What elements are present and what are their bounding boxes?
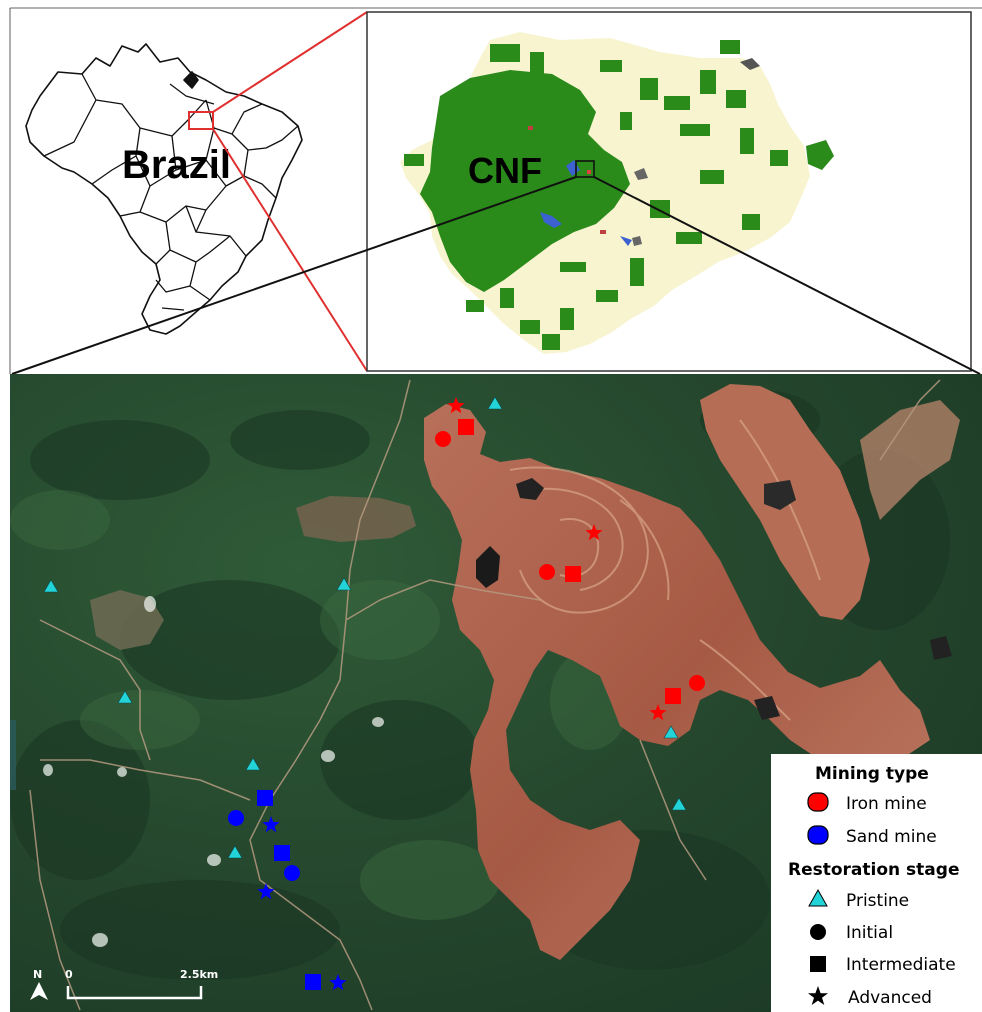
site-pristine-pristine-marker	[227, 845, 243, 859]
site-sand-intermediate-marker	[257, 790, 273, 806]
site-iron-intermediate-marker	[458, 419, 474, 435]
mine-east-infrastructure	[860, 400, 960, 520]
legend: Mining type Iron mine Sand mine Restorat…	[771, 754, 982, 1012]
cnf-water-3	[620, 236, 632, 246]
legend-sand-label: Sand mine	[846, 827, 937, 847]
site-iron-intermediate-marker	[565, 566, 581, 582]
north-arrow-icon	[30, 982, 48, 1000]
site-pristine-pristine-marker	[245, 757, 261, 771]
clearing-2	[296, 496, 416, 542]
advanced-star-icon	[808, 986, 828, 1005]
site-pristine-pristine-marker	[671, 797, 687, 811]
cnf-urban-3	[632, 236, 642, 246]
legend-advanced-label: Advanced	[848, 988, 932, 1008]
legend-initial-label: Initial	[846, 923, 893, 943]
site-sand-initial-marker	[284, 865, 300, 881]
mine-pond-4	[754, 696, 780, 720]
scale-end-label: 2.5km	[180, 968, 218, 981]
callout-line-right	[593, 176, 981, 375]
scale-start-label: 0	[65, 968, 73, 981]
site-pristine-pristine-marker	[43, 579, 59, 593]
inset-box-cnf	[575, 160, 595, 178]
sample-sites	[43, 396, 705, 991]
brazil-map	[25, 43, 303, 335]
satellite-image	[10, 374, 982, 1012]
iron-mine-swatch-icon	[807, 792, 829, 812]
site-iron-initial-marker	[539, 564, 555, 580]
callout-line-bottom	[212, 128, 368, 372]
site-iron-initial-marker	[689, 675, 705, 691]
site-sand-advanced-marker	[329, 974, 347, 991]
cnf-mine-3	[587, 170, 591, 174]
legend-stage-title: Restoration stage	[788, 860, 959, 880]
area-label: CNF	[468, 150, 542, 191]
cnf-urban-1	[740, 58, 760, 70]
site-sand-advanced-marker	[262, 816, 280, 833]
iron-mine-benches	[509, 419, 821, 721]
site-sand-advanced-marker	[257, 883, 275, 900]
legend-box	[771, 754, 982, 1012]
north-label: N	[33, 968, 42, 981]
amazon-river-mark	[169, 83, 215, 105]
roads	[29, 379, 941, 1011]
site-iron-advanced-marker	[585, 524, 603, 541]
site-sand-intermediate-marker	[305, 974, 321, 990]
mine-pond-1	[476, 546, 500, 588]
cnf-forest	[420, 70, 630, 292]
site-pristine-pristine-marker	[336, 577, 352, 591]
mine-pond-2	[516, 478, 544, 500]
cnf-water-1	[540, 212, 562, 228]
sand-mine-swatch-icon	[807, 825, 829, 845]
site-iron-advanced-marker	[447, 397, 465, 414]
site-sand-initial-marker	[228, 810, 244, 826]
site-iron-initial-marker	[435, 431, 451, 447]
intermediate-square-icon	[810, 956, 826, 972]
cnf-panel: CNF	[366, 11, 972, 372]
marajo-island	[183, 71, 199, 89]
site-sand-intermediate-marker	[274, 845, 290, 861]
cnf-mine-1	[528, 126, 533, 130]
legend-mining-title: Mining type	[815, 764, 929, 784]
cnf-mine-2	[600, 230, 606, 234]
iron-mine-pit-main	[424, 404, 930, 960]
scale-bar-line	[66, 986, 203, 1000]
country-label: Brazil	[122, 143, 231, 187]
callout-line-top	[212, 11, 368, 113]
initial-circle-icon	[810, 924, 826, 940]
cnf-urban-2	[634, 168, 648, 180]
left-edge-water	[10, 720, 16, 790]
pristine-triangle-icon	[808, 888, 828, 907]
site-pristine-pristine-marker	[117, 690, 133, 704]
legend-intermediate-label: Intermediate	[846, 955, 956, 975]
brazil-state-borders	[43, 73, 299, 311]
north-arrow: N	[30, 968, 48, 1000]
clouds	[43, 596, 384, 947]
callout-line-left	[11, 176, 577, 375]
mine-pond-3	[764, 480, 796, 510]
scale-bar: 0 2.5km	[65, 968, 218, 1000]
site-iron-advanced-marker	[649, 704, 667, 721]
mine-pond-5	[930, 636, 952, 660]
site-pristine-pristine-marker	[663, 725, 679, 739]
inset-box-brazil	[188, 111, 214, 130]
site-pristine-pristine-marker	[487, 396, 503, 410]
cnf-forest-patches	[404, 40, 834, 350]
legend-iron-label: Iron mine	[846, 794, 927, 814]
site-iron-intermediate-marker	[665, 688, 681, 704]
legend-pristine-label: Pristine	[846, 891, 909, 911]
